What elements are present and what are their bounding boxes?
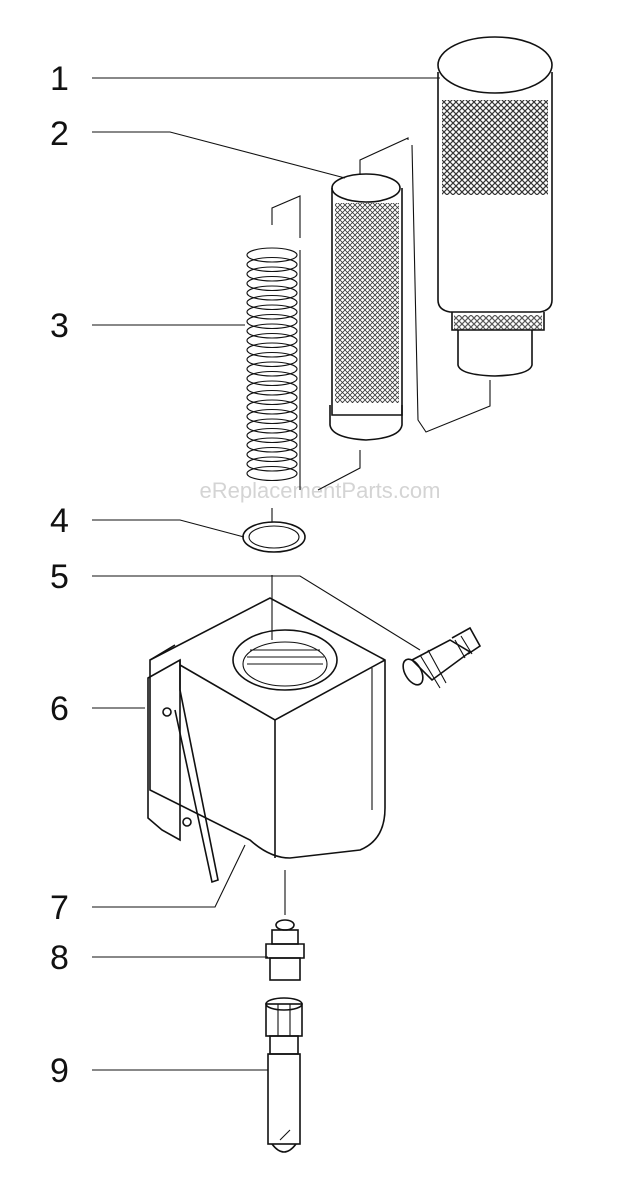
spring-coil (246, 399, 298, 415)
spring-coil (246, 332, 298, 349)
spring-coil (246, 370, 298, 387)
spring-coil (246, 266, 298, 282)
spring-coil (246, 351, 298, 368)
callout-1: 1 (50, 60, 69, 98)
spring-coil (246, 304, 298, 320)
part-filter-housing-bowl (437, 36, 553, 377)
part-swivel-hose-end (265, 997, 303, 1153)
part-mounting-bracket (147, 658, 219, 884)
callout-6: 6 (50, 690, 69, 728)
part-filter-screen-element (329, 173, 403, 441)
spring-coil (246, 437, 298, 453)
part-support-spring (246, 247, 298, 482)
spring-coil (246, 418, 298, 434)
callout-8: 8 (50, 939, 69, 977)
callout-5: 5 (50, 558, 69, 596)
alignment-lines (271, 137, 491, 915)
spring-coil (246, 313, 298, 330)
spring-coil (246, 380, 298, 396)
spring-coil (246, 427, 298, 444)
spring-coil (246, 408, 298, 425)
spring-coil (246, 465, 298, 482)
spring-coil (246, 361, 298, 377)
spring-coil (246, 342, 298, 358)
spring-coil (246, 247, 298, 263)
callout-7: 7 (50, 889, 69, 927)
part-hose-fitting (402, 626, 482, 689)
callout-9: 9 (50, 1052, 69, 1090)
part-o-ring (242, 521, 306, 553)
spring-coil (246, 446, 298, 463)
spring-coil (246, 275, 298, 292)
spring-coil (246, 389, 298, 406)
callout-4: 4 (50, 502, 69, 540)
spring-coil (246, 256, 298, 273)
callout-labels: 1 2 3 4 5 6 7 8 9 (50, 60, 69, 1090)
callout-2: 2 (50, 115, 69, 153)
spring-coil (246, 285, 298, 301)
spring-coil (246, 323, 298, 339)
spring-coil (246, 456, 298, 472)
callout-3: 3 (50, 307, 69, 345)
spring-coil (246, 294, 298, 311)
watermark-text: eReplacementParts.com (200, 478, 441, 503)
part-nipple-fitting (265, 919, 305, 981)
part-filter-block (149, 597, 386, 859)
leader-lines (92, 77, 440, 1071)
